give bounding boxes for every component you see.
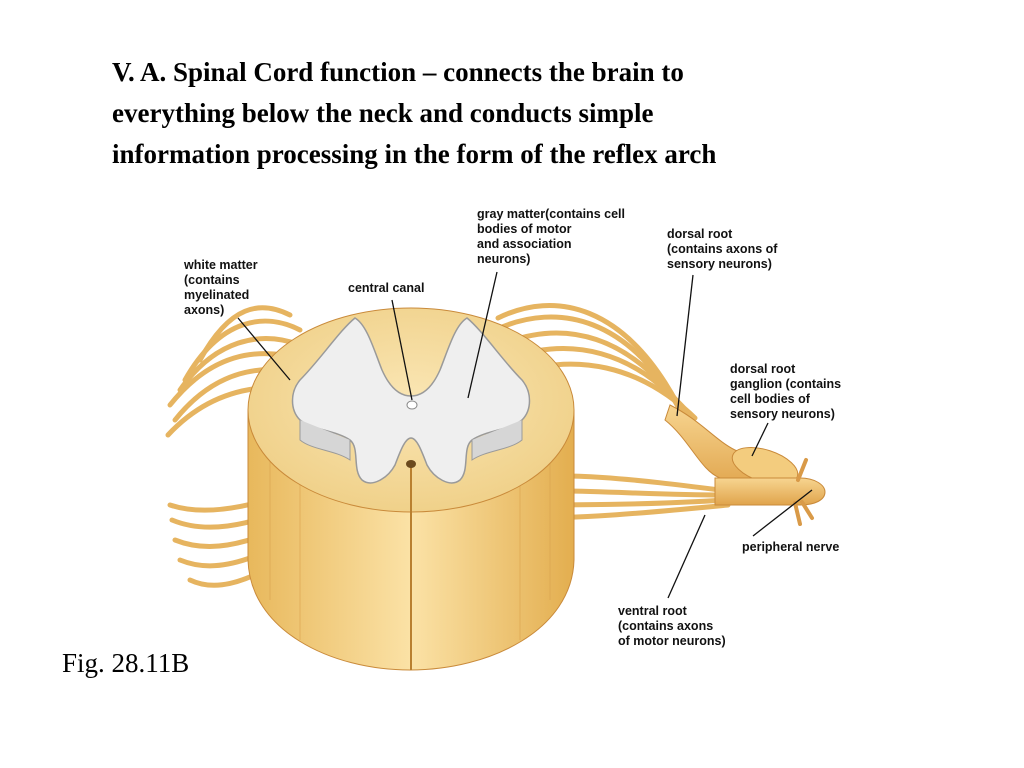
label-line: dorsal root bbox=[667, 227, 733, 241]
label-line: of motor neurons) bbox=[618, 634, 726, 648]
label-line: sensory neurons) bbox=[667, 257, 772, 271]
label-line: myelinated bbox=[184, 288, 250, 302]
central-canal bbox=[406, 400, 418, 410]
peripheral-nerve-branches bbox=[793, 458, 814, 526]
label-line: bodies of motor bbox=[477, 222, 572, 236]
label-line: sensory neurons) bbox=[730, 407, 835, 421]
label-line: axons) bbox=[184, 303, 225, 317]
label-line: neurons) bbox=[477, 252, 531, 266]
label-line: and association bbox=[477, 237, 572, 251]
label-central-canal: central canal bbox=[348, 281, 424, 296]
label-line: ventral root bbox=[618, 604, 687, 618]
label-line: dorsal root bbox=[730, 362, 796, 376]
label-line: ganglion (contains bbox=[730, 377, 842, 391]
leader-lines bbox=[237, 271, 813, 599]
label-line: (contains bbox=[184, 273, 240, 287]
slide-title: V. A. Spinal Cord function – connects th… bbox=[112, 52, 912, 175]
title-line-3: information processing in the form of th… bbox=[112, 139, 717, 169]
figure-caption: Fig. 28.11B bbox=[62, 648, 190, 678]
label-line: cell bodies of bbox=[730, 392, 810, 406]
label-line: central canal bbox=[348, 281, 425, 295]
peripheral-nerve-trunk bbox=[714, 477, 826, 506]
label-dorsal-root-ganglion: dorsal root ganglion (contains cell bodi… bbox=[730, 362, 841, 422]
label-ventral-root: ventral root (contains axons of motor ne… bbox=[618, 604, 726, 649]
label-line: (contains axons bbox=[618, 619, 714, 633]
label-gray-matter: gray matter(contains cell bodies of moto… bbox=[477, 207, 625, 267]
label-dorsal-root: dorsal root (contains axons of sensory n… bbox=[667, 227, 777, 272]
title-line-1: V. A. Spinal Cord function – connects th… bbox=[112, 57, 684, 87]
label-line: (contains axons of bbox=[667, 242, 778, 256]
label-line: peripheral nerve bbox=[742, 540, 840, 554]
title-line-2: everything below the neck and conducts s… bbox=[112, 98, 654, 128]
label-white-matter: white matter (contains myelinated axons) bbox=[184, 258, 258, 318]
label-line: white matter bbox=[184, 258, 258, 272]
label-line: gray matter(contains cell bbox=[477, 207, 625, 221]
label-peripheral-nerve: peripheral nerve bbox=[742, 540, 839, 555]
